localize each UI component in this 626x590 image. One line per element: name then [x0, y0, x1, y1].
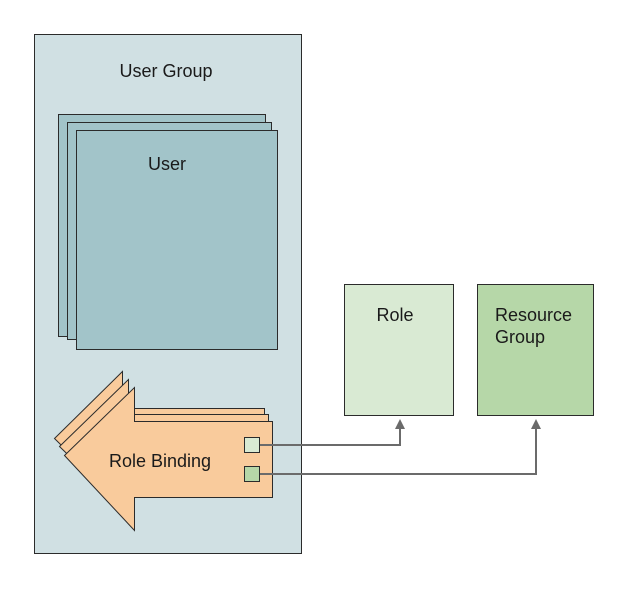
resource-group-box: [477, 284, 594, 416]
role-label: Role: [376, 305, 413, 325]
resource-group-port: [244, 466, 260, 482]
user-label: User: [148, 154, 186, 174]
role-connector: [260, 419, 405, 446]
resource-group-label-line2: Group: [495, 327, 545, 347]
role-binding-stack: Role Binding: [53, 370, 273, 532]
role-binding-label: Role Binding: [109, 451, 211, 471]
user-group-label: User Group: [119, 61, 212, 81]
role-binding-arrow-front: [63, 386, 273, 532]
user-stack: User: [58, 114, 278, 350]
resource-group-label-line1: Resource: [495, 305, 572, 325]
role-box: [344, 284, 454, 416]
resource-group-label: Resource Group: [495, 305, 577, 347]
resource-group-connector: [260, 419, 541, 475]
role-port: [244, 437, 260, 453]
user-card-front: [76, 130, 278, 350]
